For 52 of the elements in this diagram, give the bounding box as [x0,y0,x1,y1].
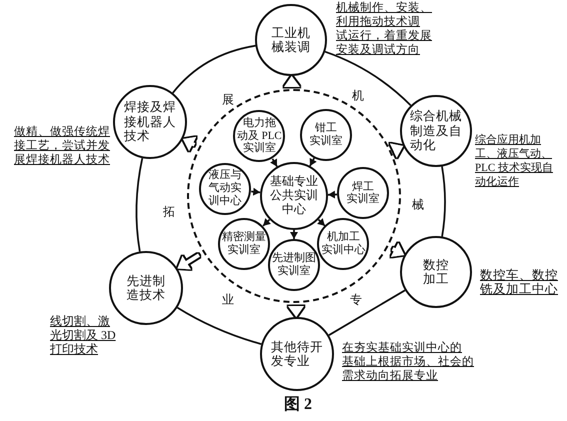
circle-label: 液压与气动实训中心 [208,169,242,208]
underlined-note: 综合应用机加工、液压气动、PLC 技术实现自动化运作 [475,133,553,189]
figure-caption: 图 2 [284,396,312,414]
circle-label: 工业机械装调 [272,26,310,54]
circle-label: 先进制造技术 [126,274,166,302]
circle-label: 电力拖动及 PLC实训室 [236,116,282,156]
circle-label: 先进制图实训室 [272,252,316,278]
circle-label: 综合机械制造及自动化 [410,109,462,153]
edge-label: 业 [221,294,235,306]
hollow-arrow [392,244,404,256]
arrow [328,191,338,198]
arrow [317,218,326,227]
hollow-arrow [182,138,196,149]
hollow-arrow [390,146,404,156]
arrow [270,158,278,168]
circle-label: 其他待开发专业 [271,340,323,368]
edge-label: 展 [221,94,235,106]
circle-label: 精密测量实训室 [222,230,266,256]
underlined-note: 线切割、激光切割及 3D打印技术 [50,314,116,356]
connector-line [324,50,412,106]
inner-circle [317,218,370,270]
arrow [290,230,298,239]
underlined-note: 数控车、数控铣及加工中心 [480,268,558,296]
circle-label: 焊接及焊接机器人技术 [124,100,176,144]
hollow-arrow [290,306,302,317]
hollow-arrow [177,254,200,268]
inner-circle [300,108,352,161]
underlined-note: 机械制作、安装、利用拖动技术调试运行，着重发展安装及调试方向 [336,1,432,57]
center-circle [260,162,328,230]
circle-label: 焊工实训室 [346,180,380,206]
connector-line [441,166,446,237]
arrow [251,188,260,196]
edge-label: 专 [349,294,363,306]
circle-label: 基础专业公共实训中心 [270,174,318,217]
inner-circle [233,110,286,162]
arrow [262,218,271,227]
circle-label: 机加工实训中心 [321,230,366,256]
arrow [309,158,316,166]
edge-label: 机 [351,90,365,102]
inner-circle [218,218,270,270]
connector-line [136,158,144,252]
inner-circle [268,238,320,291]
edge-label: 械 [411,198,425,212]
edge-label: 拓 [162,206,176,218]
hollow-arrow [286,76,298,88]
connector-line [176,306,262,345]
circle-label: 钳工实训室 [310,122,343,148]
connector-line [172,44,256,94]
connector-line [328,290,406,336]
circle-label: 数控加工 [423,258,449,286]
underlined-note: 做精、做强传统焊接工艺，尝试并发展焊接机器人技术 [14,125,110,167]
underlined-note: 在夯实基础实训中心的基础上根据市场、社会的需求动向拓展专业 [342,341,474,383]
